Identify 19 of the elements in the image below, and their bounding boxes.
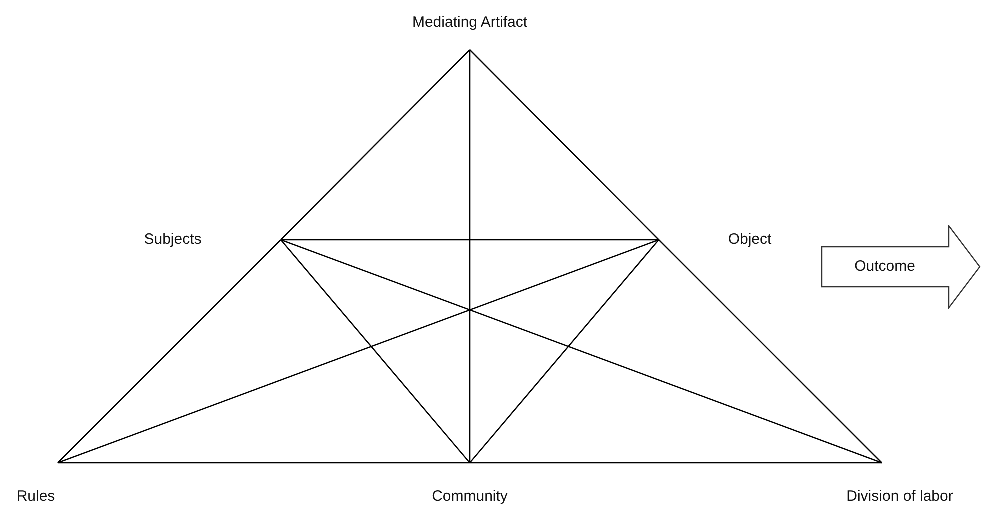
connector-line bbox=[470, 50, 660, 240]
connector-line bbox=[58, 462, 470, 464]
vertex-label: Community bbox=[432, 488, 508, 506]
connector-line bbox=[469, 50, 471, 463]
outcome-block-arrow: Outcome bbox=[821, 225, 981, 309]
vertex-label: Object bbox=[728, 231, 772, 249]
vertex-label: Division of labor bbox=[846, 488, 954, 506]
connector-line bbox=[470, 462, 882, 464]
connector-line bbox=[470, 240, 660, 464]
vertex-label: Mediating Artifact bbox=[412, 14, 528, 32]
connector-line bbox=[281, 239, 659, 241]
connector-line bbox=[280, 239, 882, 464]
vertex-label: Subjects bbox=[144, 231, 202, 249]
vertex-label: Rules bbox=[16, 488, 56, 506]
connector-line bbox=[658, 240, 882, 464]
connector-line bbox=[280, 240, 470, 464]
connector-line bbox=[58, 239, 660, 464]
connector-line bbox=[58, 240, 282, 464]
connector-line bbox=[280, 50, 470, 240]
